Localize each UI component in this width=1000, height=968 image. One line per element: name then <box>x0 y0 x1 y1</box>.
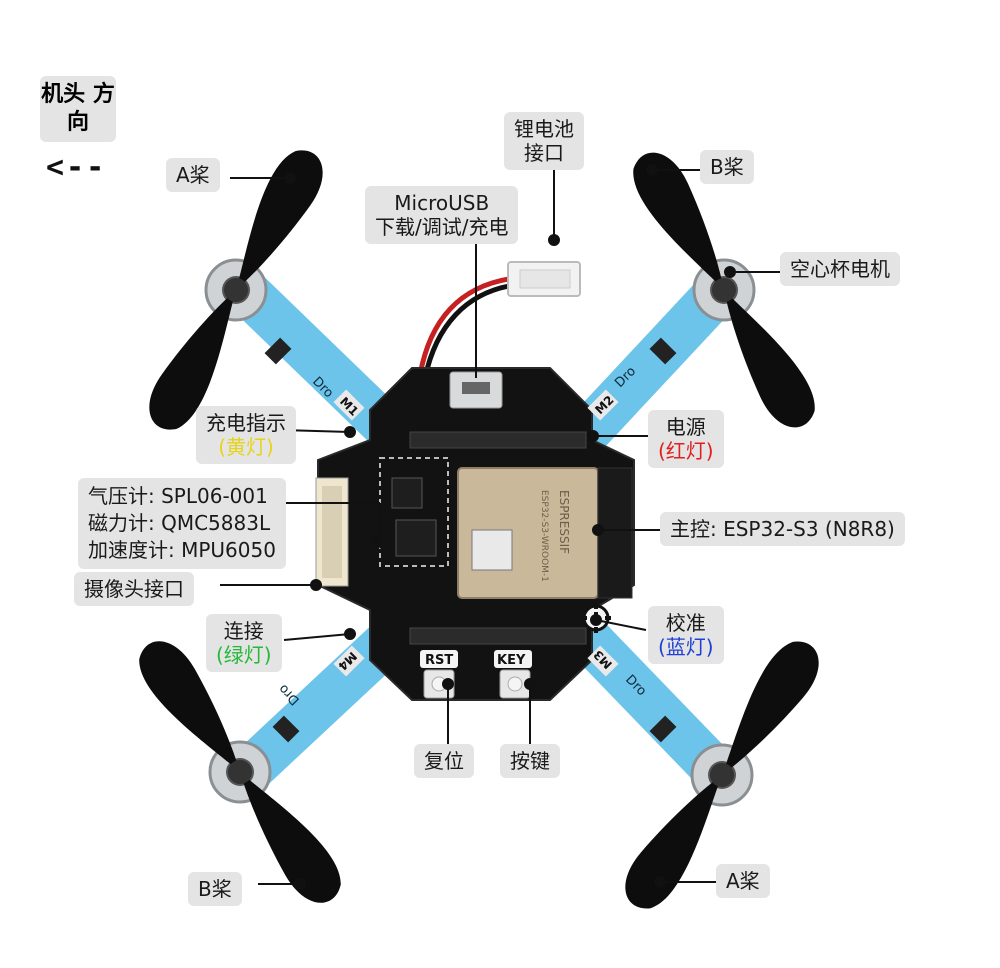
rst-marking: RST <box>425 653 453 668</box>
label-camera-port: 摄像头接口 <box>74 572 194 606</box>
label-sensor-acc: 加速度计: MPU6050 <box>88 537 276 564</box>
label-sensor-mag: 磁力计: QMC5883L <box>88 510 276 537</box>
head-direction-badge: 机头 方向 <box>40 76 116 142</box>
label-usb-line1: MicroUSB <box>375 191 508 215</box>
label-prop-top-right-text: B桨 <box>710 155 744 179</box>
label-prop-top-left: A桨 <box>166 158 220 192</box>
label-micro-usb: MicroUSB 下载/调试/充电 <box>365 186 518 244</box>
label-key: 按键 <box>500 744 560 778</box>
label-key-text: 按键 <box>510 749 550 773</box>
label-battery-line1: 锂电池 <box>514 117 574 141</box>
head-direction-line1: 机头 <box>41 82 85 107</box>
label-calib-line2: (蓝灯) <box>658 635 714 659</box>
label-sensor-baro: 气压计: SPL06-001 <box>88 483 276 510</box>
label-power-line2: (红灯) <box>658 439 714 463</box>
label-connect-line1: 连接 <box>216 619 272 643</box>
label-sensors: 气压计: SPL06-001 磁力计: QMC5883L 加速度计: MPU60… <box>78 478 286 569</box>
label-connect-indicator: 连接 (绿灯) <box>206 614 282 672</box>
label-prop-bottom-left-text: B桨 <box>198 877 232 901</box>
label-mcu-text: 主控: ESP32-S3 (N8R8) <box>670 517 895 541</box>
label-calibration-indicator: 校准 (蓝灯) <box>648 606 724 664</box>
label-motor-text: 空心杯电机 <box>790 257 890 281</box>
label-connect-line2: (绿灯) <box>216 643 272 667</box>
label-prop-top-left-text: A桨 <box>176 163 210 187</box>
label-prop-bottom-left: B桨 <box>188 872 242 906</box>
label-prop-bottom-right: A桨 <box>716 864 770 898</box>
label-reset: 复位 <box>414 744 474 778</box>
label-camera-text: 摄像头接口 <box>84 577 184 601</box>
label-prop-top-right: B桨 <box>700 150 754 184</box>
label-battery-line2: 接口 <box>514 141 574 165</box>
label-mcu: 主控: ESP32-S3 (N8R8) <box>660 512 905 546</box>
label-motor: 空心杯电机 <box>780 252 900 286</box>
battery-connector <box>420 262 580 378</box>
label-battery-port: 锂电池 接口 <box>504 112 584 170</box>
key-marking: KEY <box>497 653 526 668</box>
label-power-line1: 电源 <box>658 415 714 439</box>
label-charge-line2: (黄灯) <box>206 435 286 459</box>
label-usb-line2: 下载/调试/充电 <box>375 215 508 239</box>
label-prop-bottom-right-text: A桨 <box>726 869 760 893</box>
label-reset-text: 复位 <box>424 749 464 773</box>
module-model: ESP32-S3-WROOM-1 <box>539 490 549 582</box>
module-brand: ESPRESSIF <box>557 490 571 554</box>
label-power-indicator: 电源 (红灯) <box>648 410 724 468</box>
label-charge-indicator: 充电指示 (黄灯) <box>196 406 296 464</box>
label-calib-line1: 校准 <box>658 611 714 635</box>
label-charge-line1: 充电指示 <box>206 411 286 435</box>
head-direction-arrow-icon: <-- <box>46 150 106 185</box>
